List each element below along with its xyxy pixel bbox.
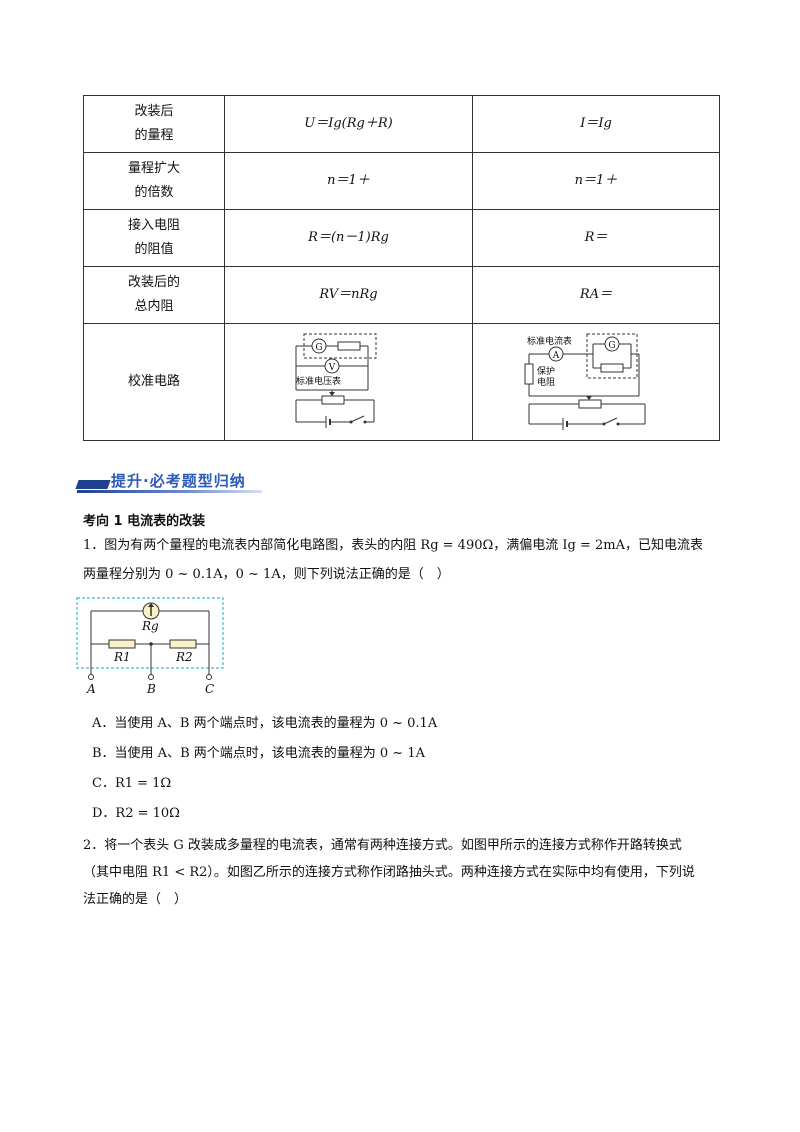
voltmeter-symbol: V [327,363,335,373]
terminal-c-label: C [205,682,214,695]
galvanometer-symbol: G [315,343,322,353]
voltmeter-calibration-circuit: G V 标准电压表 [295,333,376,428]
table-row: 校准电路 G V 标准电压表 [83,323,720,441]
row-label-line: 的倍数 [134,185,174,200]
voltmeter-cell: n＝1＋ [224,152,473,210]
question-1-line-1: 1．图为有两个量程的电流表内部简化电路图，表头的内阻 Rg = 490Ω，满偏电… [83,538,703,553]
ammeter-cell: I＝Ig [472,95,720,153]
table-row: 改装后的 总内阻 RV＝nRg RA＝ [83,266,720,324]
calibration-label: 校准电路 [83,323,225,441]
protective-resistor-label: 电阻 [537,376,555,388]
row-label: 改装后 的量程 [83,95,225,153]
option-a: A．当使用 A、B 两个端点时，该电流表的量程为 0 ~ 0.1A [92,716,438,731]
banner-accent-bar [75,480,111,489]
voltmeter-cell: R＝(n－1)Rg [224,209,473,267]
option-b: B．当使用 A、B 两个端点时，该电流表的量程为 0 ~ 1A [92,746,425,761]
table-row: 接入电阻 的阻值 R＝(n－1)Rg R＝ [83,209,720,267]
row-label-line: 接入电阻 [127,218,180,233]
question-2-line-3: 法正确的是（ ） [83,892,188,907]
question-2-line-1: 2．将一个表头 G 改装成多量程的电流表，通常有两种连接方式。如图甲所示的连接方… [83,838,682,853]
standard-ammeter-label: 标准电流表 [527,335,572,347]
comparison-table: 改装后 的量程 U＝Ig(Rg＋R) I＝Ig 量程扩大 的倍数 n＝1＋ n＝… [83,95,720,441]
row-label-line: 量程扩大 [127,161,180,176]
banner-title: 提升·必考题型归纳 [111,472,246,490]
ammeter-cell: RA＝ [472,266,720,324]
table-row: 量程扩大 的倍数 n＝1＋ n＝1＋ [83,152,720,210]
voltmeter-cell: U＝Ig(Rg＋R) [224,95,473,153]
terminal-a-label: A [86,682,96,695]
question-2-line-2: （其中电阻 R1 < R2）。如图乙所示的连接方式称作闭路抽头式。两种连接方式在… [83,865,695,880]
row-label-line: 改装后的 [127,275,180,290]
r2-label: R2 [175,650,193,664]
table-row: 改装后 的量程 U＝Ig(Rg＋R) I＝Ig [83,95,720,153]
row-label: 接入电阻 的阻值 [83,209,225,267]
row-label: 量程扩大 的倍数 [83,152,225,210]
ammeter-calibration-cell: 标准电流表 A G [472,323,720,441]
section-banner: 提升·必考题型归纳 [75,470,267,494]
row-label-line: 的量程 [134,128,174,143]
ammeter-calibration-circuit: 标准电流表 A G [524,333,646,430]
ammeter-cell: n＝1＋ [472,152,720,210]
ammeter-circuit-figure: Rg R1 R2 A B C [76,597,224,695]
voltmeter-cell: RV＝nRg [224,266,473,324]
option-c: C．R1 = 1Ω [92,776,172,791]
question-1-line-2: 两量程分别为 0 ~ 0.1A，0 ~ 1A，则下列说法正确的是（ ） [83,567,450,582]
terminal-b-label: B [146,682,156,695]
row-label: 改装后的 总内阻 [83,266,225,324]
section-heading: 考向 1 电流表的改装 [83,514,206,529]
ammeter-cell: R＝ [472,209,720,267]
standard-voltmeter-label: 标准电压表 [296,375,341,387]
voltmeter-calibration-cell: G V 标准电压表 [224,323,473,441]
r1-label: R1 [113,650,131,664]
protective-resistor-label: 保护 [537,365,555,377]
ammeter-symbol: A [552,351,560,361]
galvanometer-symbol: G [608,341,615,351]
rg-label: Rg [141,619,159,633]
option-d: D．R2 = 10Ω [92,806,180,821]
row-label-line: 总内阻 [134,299,174,314]
row-label-line: 的阻值 [134,242,174,257]
banner-underline [77,490,262,493]
row-label-line: 改装后 [134,104,174,119]
